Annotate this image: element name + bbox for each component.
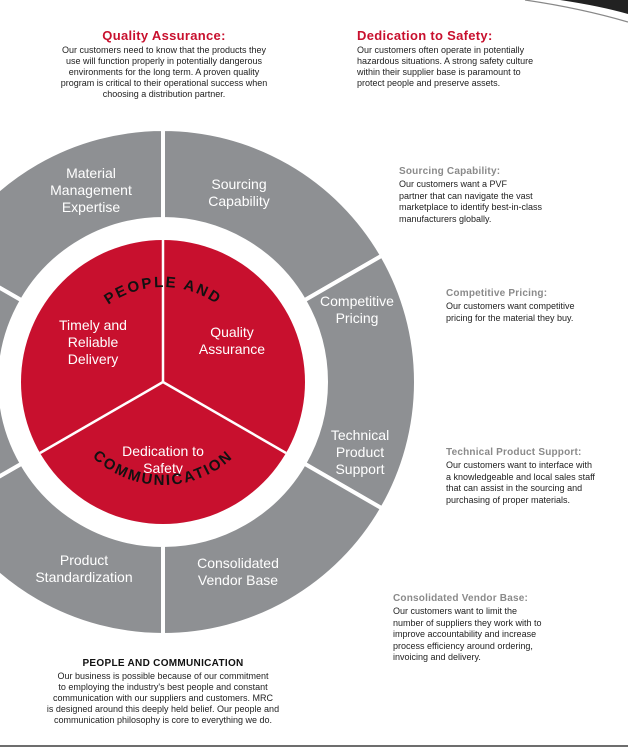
dedication-to-safety-block: Dedication to Safety: Our customers ofte… <box>357 28 567 89</box>
text-line: communication with our suppliers and cus… <box>52 693 274 703</box>
text-line: Our customers want to interface with <box>446 460 593 470</box>
quality-assurance-title: Quality Assurance: <box>102 28 226 43</box>
text-line: Our customers want to limit the <box>393 606 518 616</box>
competitive-pricing-note: Competitive Pricing: Our customers want … <box>446 288 621 324</box>
text-line: process efficiency around ordering, <box>393 640 533 651</box>
label-line: Assurance <box>199 341 265 357</box>
note-text: Our customers want to limit the number o… <box>393 606 593 664</box>
inner-dividers <box>39 240 287 455</box>
text-line: Our customers want a PVF <box>399 179 508 189</box>
text-line: Our customers need to know that the prod… <box>61 45 267 55</box>
swoosh-decoration <box>524 0 628 23</box>
text-line: Our customers often operate in potential… <box>357 45 525 55</box>
quality-assurance-text: Our customers need to know that the prod… <box>48 45 280 100</box>
note-text: Our customers want to interface with a k… <box>446 460 626 506</box>
sourcing-capability-note: Sourcing Capability: Our customers want … <box>399 166 599 225</box>
text-line: program is critical to their operational… <box>60 78 268 88</box>
label-line: Material <box>66 165 116 181</box>
note-title: Technical Product Support: <box>446 447 582 458</box>
text-line: choosing a distribution partner. <box>102 89 226 99</box>
label-line: Reliable <box>68 334 119 350</box>
label-line: Sourcing <box>211 176 266 192</box>
quality-assurance-block: Quality Assurance: Our customers need to… <box>48 28 280 100</box>
label-line: Standardization <box>35 569 132 585</box>
inner-divider <box>39 380 164 455</box>
note-text: Our customers want competitive pricing f… <box>446 301 621 324</box>
dedication-to-safety-title: Dedication to Safety: <box>357 28 493 43</box>
text-line: is designed around this deeply held beli… <box>46 704 280 714</box>
text-line: improve accountability and increase <box>393 629 537 639</box>
text-line: environments for the long term. A proven… <box>68 67 260 77</box>
note-title: Competitive Pricing: <box>446 288 548 299</box>
text-line: that can assist in the sourcing and <box>446 483 583 493</box>
people-and-communication-text: Our business is possible because of our … <box>28 671 298 726</box>
text-line: Our customers want competitive <box>446 301 575 311</box>
label-line: Competitive <box>320 293 394 309</box>
label-line: Capability <box>208 193 269 209</box>
text-line: invoicing and delivery. <box>393 652 481 662</box>
label-line: Support <box>335 461 384 477</box>
bottom-rule <box>0 745 628 747</box>
label-line: Technical <box>331 427 389 443</box>
label-line: Timely and <box>59 317 127 333</box>
text-line: pricing for the material they buy. <box>446 312 574 323</box>
inner-divider <box>162 380 287 455</box>
label-line: Safety <box>143 460 183 476</box>
label-line: Pricing <box>336 310 379 326</box>
label-line: Management <box>50 182 132 198</box>
text-line: a knowledgeable and local sales staff <box>446 471 595 482</box>
outer-ring <box>0 126 418 638</box>
text-line: marketplace to identify best-in-class <box>399 202 543 212</box>
text-line: purchasing of proper materials. <box>446 494 571 505</box>
label-line: Dedication to <box>122 443 204 459</box>
text-line: use will function properly in potentiall… <box>65 56 263 66</box>
label-line: Consolidated <box>197 555 279 571</box>
text-line: to employing the industry's best people … <box>58 682 268 692</box>
note-title: Sourcing Capability: <box>399 166 501 177</box>
text-line: within their supplier base is paramount … <box>357 67 521 77</box>
text-line: communication philosophy is core to ever… <box>53 715 273 725</box>
label-line: Product <box>336 444 384 460</box>
note-text: Our customers want a PVF partner that ca… <box>399 179 599 225</box>
text-line: manufacturers globally. <box>399 213 492 224</box>
text-line: Our business is possible because of our … <box>57 671 269 681</box>
people-and-communication-block: PEOPLE AND COMMUNICATION Our business is… <box>28 658 298 726</box>
note-title: Consolidated Vendor Base: <box>393 593 529 604</box>
text-line: number of suppliers they work with to <box>393 617 542 628</box>
text-line: protect people and preserve assets. <box>357 78 501 88</box>
text-line: hazardous situations. A strong safety cu… <box>357 56 534 66</box>
text-line: partner that can navigate the vast <box>399 190 533 201</box>
dedication-to-safety-text: Our customers often operate in potential… <box>357 45 567 89</box>
consolidated-vendor-base-note: Consolidated Vendor Base: Our customers … <box>393 593 593 664</box>
label-line: Vendor Base <box>198 572 278 588</box>
label-line: Quality <box>210 324 254 340</box>
people-and-communication-title: PEOPLE AND COMMUNICATION <box>82 658 244 669</box>
label-line: Expertise <box>62 199 121 215</box>
label-line: Delivery <box>68 351 119 367</box>
label-line: Product <box>60 552 108 568</box>
technical-product-support-note: Technical Product Support: Our customers… <box>446 447 626 506</box>
